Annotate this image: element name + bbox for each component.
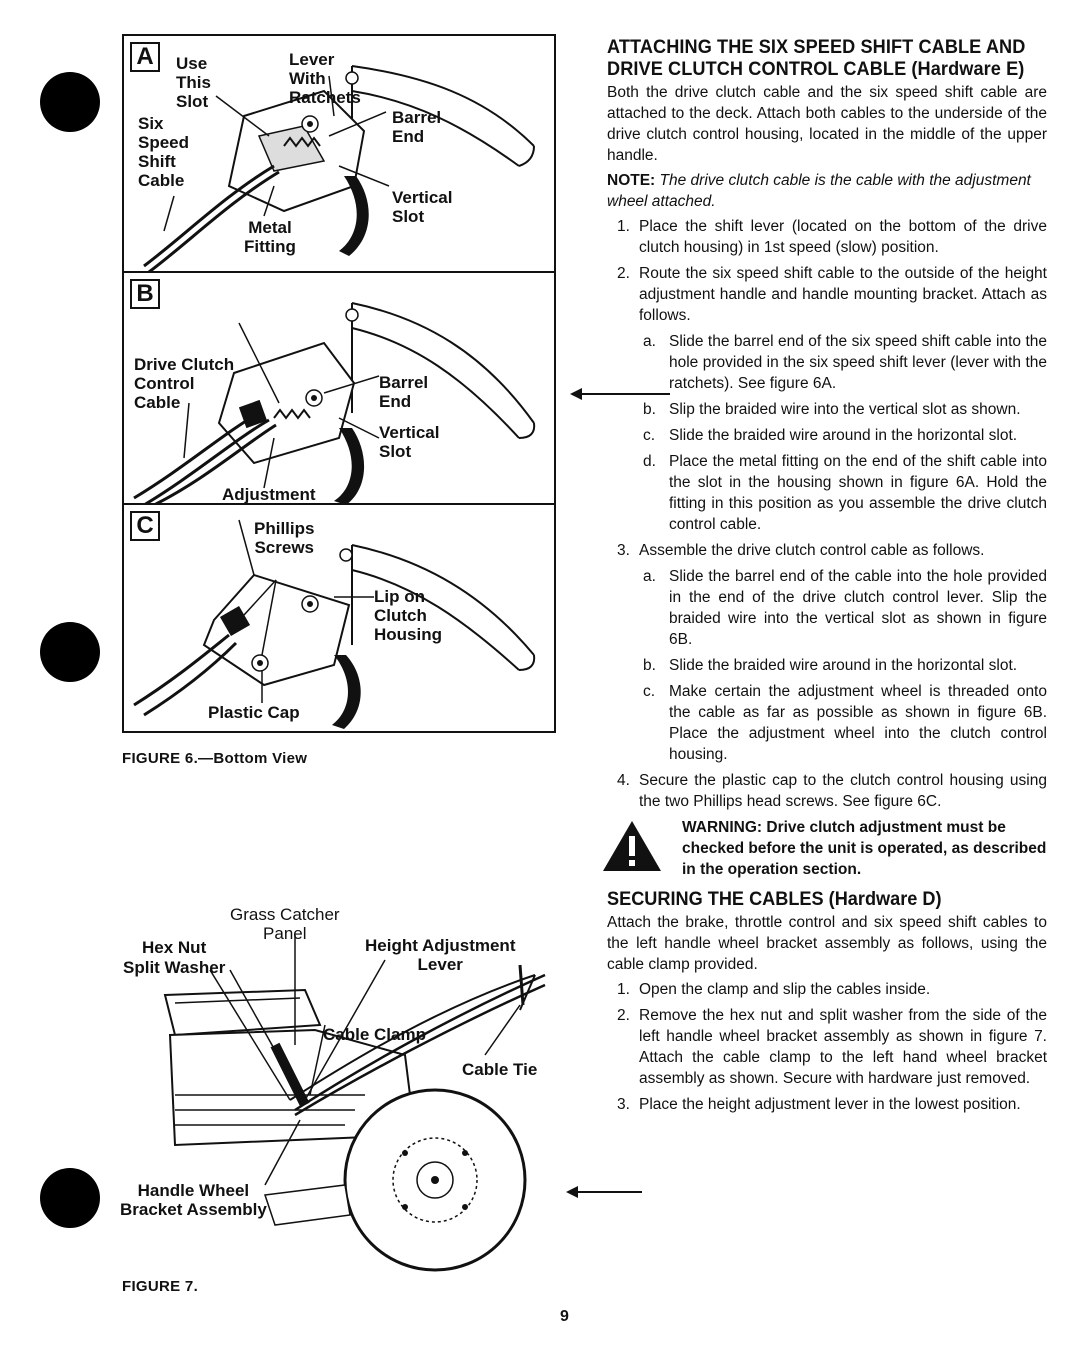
section-2-step-2-text: Remove the hex nut and split washer from… [639,1007,1047,1087]
section-2-step-2-number: 2. [617,1007,630,1024]
section-2-heading: SECURING THE CABLES (Hardware D) [607,888,942,910]
figure-6b-letter: B [130,279,160,309]
step-2-number: 2. [617,265,630,282]
warning-text: WARNING: Drive clutch adjustment must be… [682,819,1047,878]
label-plastic-cap: Plastic Cap [208,703,300,722]
label-cable-clamp: Cable Clamp [323,1025,426,1044]
figure-6a-letter: A [130,42,160,72]
step-3-text: Assemble the drive clutch control cable … [639,542,985,559]
section-1-heading-line2: DRIVE CLUTCH CONTROL CABLE (Hardware E) [607,58,1025,80]
arrow-to-step-2a [570,388,670,400]
section-2-step-3-number: 3. [617,1096,630,1113]
page-number: 9 [560,1308,569,1325]
step-1-number: 1. [617,218,630,235]
figure-6b-drawing [133,302,536,503]
label-split-washer: Split Washer [123,958,226,977]
label-barrel-end-b: Barrel End [379,373,429,411]
figure-6a-panel: A Use This Slot Lever With Ratchets Six … [124,36,554,273]
figure-7-drawing [163,935,546,1272]
label-vertical-slot-a: Vertical Slot [392,188,453,226]
section-2-step-3: 3. Place the height adjustment lever in t… [607,1094,1047,1115]
label-phillips-screws: Phillips Screws [254,519,315,557]
step-1-text: Place the shift lever (located on the bo… [639,218,1047,256]
figure-7: Grass Catcher Panel Hex Nut Split Washer… [115,895,565,1280]
step-3b: b. Slide the braided wire around in the h… [607,655,1047,676]
section-1-heading: ATTACHING THE SIX SPEED SHIFT CABLE AND … [607,36,1044,80]
step-2b-text: Slip the braided wire into the vertical … [669,401,1021,418]
warning-triangle-icon [603,821,661,871]
figure-6c-panel: C Phillips Screws Lip on Clutch Housing … [124,505,554,731]
step-3a-letter: a. [643,568,656,585]
step-4-text: Secure the plastic cap to the clutch con… [639,772,1047,810]
section-2-step-1-number: 1. [617,981,630,998]
section-1-heading-line1: ATTACHING THE SIX SPEED SHIFT CABLE AND [607,36,1026,58]
section-2-step-3-text: Place the height adjustment lever in the… [639,1096,1021,1113]
label-grass-catcher-panel: Grass Catcher Panel [230,905,340,943]
step-2c: c. Slide the braided wire around in the h… [607,425,1047,446]
step-3b-letter: b. [643,657,656,674]
figure-6: A Use This Slot Lever With Ratchets Six … [122,34,556,733]
figure-7-caption: FIGURE 7. [122,1278,199,1295]
step-2b-letter: b. [643,401,656,418]
label-lever-with-ratchets: Lever With Ratchets [289,50,361,107]
step-2d: d. Place the metal fitting on the end of … [607,451,1047,535]
step-4: 4. Secure the plastic cap to the clutch c… [607,770,1047,812]
step-3: 3. Assemble the drive clutch control cabl… [607,540,1047,561]
instructions-column: ATTACHING THE SIX SPEED SHIFT CABLE AND … [603,36,1047,1120]
label-lip-on-clutch-housing: Lip on Clutch Housing [374,587,442,644]
step-2: 2. Route the six speed shift cable to the… [607,263,1047,326]
figure-6c-drawing [133,519,536,729]
binder-hole-top [40,72,100,132]
label-six-speed-shift-cable: Six Speed Shift Cable [138,114,190,190]
label-cable-tie: Cable Tie [462,1060,538,1079]
figure-6-caption: FIGURE 6.—Bottom View [122,750,308,767]
label-height-adjustment-lever: Height Adjustment Lever [365,936,516,974]
step-3b-text: Slide the braided wire around in the hor… [669,657,1018,674]
warning-box: WARNING: Drive clutch adjustment must be… [603,817,1047,880]
step-4-number: 4. [617,772,630,789]
step-2c-letter: c. [643,427,656,444]
label-use-this-slot: Use This Slot [176,54,211,111]
step-2b: b. Slip the braided wire into the vertica… [607,399,1047,420]
step-3a-text: Slide the barrel end of the cable into t… [669,568,1047,648]
section-1-intro: Both the drive clutch cable and the six … [607,84,1047,164]
section-1-note: NOTE: The drive clutch cable is the cabl… [607,170,1047,212]
step-2a-text: Slide the barrel end of the six speed sh… [669,333,1047,392]
figure-6b-panel: B Drive Clutch Control Cable Barrel End … [124,273,554,505]
step-3-number: 3. [617,542,630,559]
step-3a: a. Slide the barrel end of the cable into… [607,566,1047,650]
label-handle-wheel-bracket: Handle Wheel Bracket Assembly [120,1181,267,1219]
section-2-step-1-text: Open the clamp and slip the cables insid… [639,981,931,998]
label-hex-nut: Hex Nut [142,938,207,957]
binder-hole-bottom [40,1168,100,1228]
section-2-intro: Attach the brake, throttle control and s… [607,914,1047,973]
label-adjustment-wheel: Adjustment Wheel [222,485,316,504]
step-2a-letter: a. [643,333,656,350]
step-3c: c. Make certain the adjustment wheel is t… [607,681,1047,765]
step-2-text: Route the six speed shift cable to the o… [639,265,1047,324]
label-barrel-end-a: Barrel End [392,108,442,146]
note-text: The drive clutch cable is the cable with… [607,172,1031,210]
step-2d-text: Place the metal fitting on the end of th… [669,453,1047,533]
step-1: 1. Place the shift lever (located on the … [607,216,1047,258]
step-3c-text: Make certain the adjustment wheel is thr… [669,683,1047,763]
step-2d-letter: d. [643,453,656,470]
figure-6a-drawing [143,65,535,271]
binder-hole-middle [40,622,100,682]
section-2-step-1: 1. Open the clamp and slip the cables ins… [607,979,1047,1000]
step-2c-text: Slide the braided wire around in the hor… [669,427,1018,444]
figure-6c-letter: C [130,511,160,541]
note-label: NOTE: [607,172,656,189]
label-metal-fitting: Metal Fitting [244,218,296,256]
label-vertical-slot-b: Vertical Slot [379,423,440,461]
step-2a: a. Slide the barrel end of the six speed … [607,331,1047,394]
section-2-step-2: 2. Remove the hex nut and split washer fr… [607,1005,1047,1089]
label-drive-clutch-control-cable: Drive Clutch Control Cable [134,355,235,412]
step-3c-letter: c. [643,683,656,700]
arrow-to-section-2-step-2 [566,1186,642,1198]
